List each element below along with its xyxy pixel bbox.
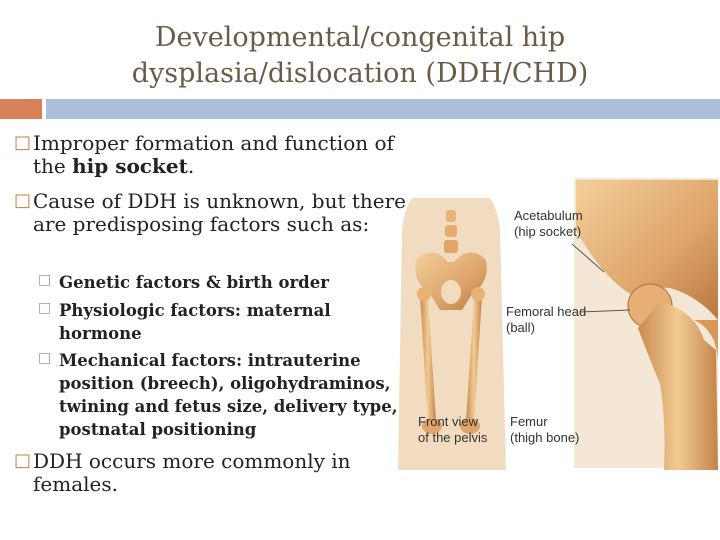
slide-title: Developmental/congenital hip dysplasia/d…: [0, 20, 720, 92]
sub-bullet-3: Mechanical factors: intrauterine positio…: [59, 351, 398, 439]
label-acetabulum: Acetabulum: [514, 208, 583, 223]
square-bullet-icon: □: [38, 272, 52, 288]
bullet-item-3: DDH occurs more commonly in females.: [33, 449, 351, 496]
accent-bar-blue: [46, 99, 720, 119]
label-femur: Femur: [510, 414, 548, 429]
hip-socket-emphasis: hip socket: [72, 154, 188, 178]
slide-title-line-1: Developmental/congenital hip: [154, 22, 566, 53]
label-front-view: Front view: [418, 414, 479, 429]
square-bullet-icon: □: [14, 132, 32, 153]
sub-bullet-2: Physiologic factors: maternal hormone: [59, 301, 331, 343]
bullet-item-2: Cause of DDH is unknown, but there are p…: [33, 189, 406, 236]
acetabulum-pointer: [571, 243, 605, 273]
label-ball: (ball): [506, 320, 535, 335]
hip-anatomy-figure: Acetabulum (hip socket) Femoral head (ba…: [398, 170, 718, 492]
label-hip-socket: (hip socket): [514, 224, 581, 239]
label-femoral-head: Femoral head: [506, 304, 586, 319]
femoral-head-pointer: [579, 309, 631, 313]
label-thigh-bone: (thigh bone): [510, 430, 579, 445]
hip-anatomy-illustration: Acetabulum (hip socket) Femoral head (ba…: [398, 178, 718, 470]
accent-bar-orange: [0, 99, 42, 119]
slide-title-line-2: dysplasia/dislocation (DDH/CHD): [131, 58, 589, 89]
bullet-item-1-end: .: [187, 154, 195, 178]
square-bullet-icon: □: [38, 350, 52, 366]
hip-joint-detail-panel: [574, 178, 718, 470]
square-bullet-icon: □: [14, 450, 32, 471]
bullet-item-1-text: Improper formation and function of the: [33, 131, 394, 178]
front-view-pelvis-panel: [398, 198, 506, 470]
square-bullet-icon: □: [14, 190, 32, 211]
bullet-item-1: Improper formation and function of the h…: [33, 132, 411, 178]
sub-bullet-1: Genetic factors & birth order: [59, 273, 329, 292]
label-of-the-pelvis: of the pelvis: [418, 430, 488, 445]
square-bullet-icon: □: [38, 300, 52, 316]
